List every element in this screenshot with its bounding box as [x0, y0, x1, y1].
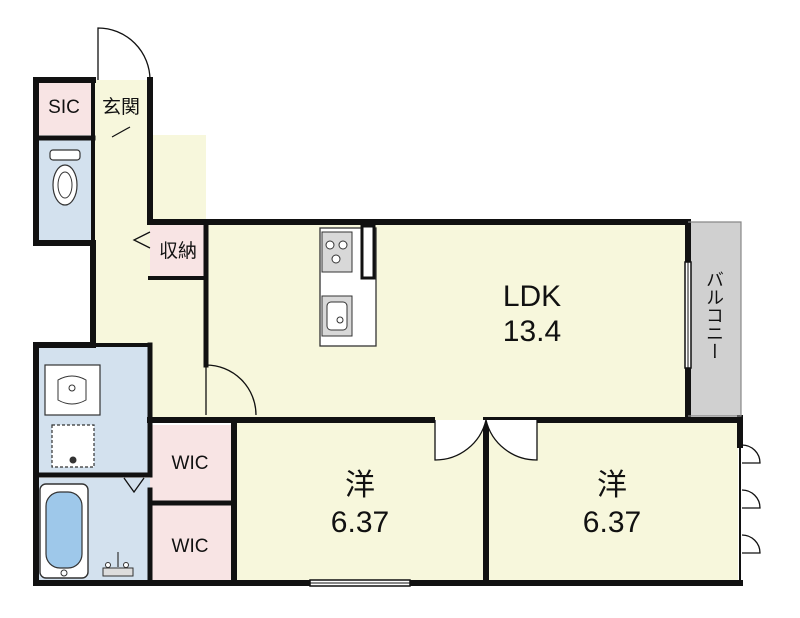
balcony-label: バルコニー — [704, 270, 724, 360]
walls — [33, 77, 743, 586]
storage-door-mark — [132, 231, 151, 249]
windows — [309, 261, 741, 587]
sic-floor — [36, 80, 93, 135]
wic-2-label: WIC — [172, 536, 209, 557]
storage-floor — [150, 222, 206, 278]
ldk-floor — [206, 222, 688, 418]
side-door-2 — [741, 489, 761, 509]
wic-2-floor — [150, 505, 234, 583]
ldk-door — [205, 364, 257, 416]
balcony-rail — [688, 221, 742, 417]
storage-label: 収納 — [159, 240, 197, 262]
bedroom-1-label: 洋 — [345, 469, 375, 502]
washing-machine-icon — [51, 424, 95, 468]
fixtures — [39, 126, 377, 579]
bedroom-2-door — [485, 419, 538, 461]
side-door-3 — [741, 534, 761, 554]
wic-1-label: WIC — [172, 453, 209, 474]
bedroom-2-size: 6.37 — [583, 506, 641, 539]
balcony-floor — [688, 222, 741, 416]
ldk-size: 13.4 — [503, 315, 561, 348]
bath-faucet-icon — [102, 552, 134, 577]
bedroom-1-size: 6.37 — [331, 506, 389, 539]
ldk-label: LDK — [503, 280, 561, 313]
washroom-door-mark — [123, 477, 145, 494]
sic-label: SIC — [48, 97, 80, 118]
stove-icon — [321, 231, 353, 273]
doors — [97, 27, 761, 554]
bedroom-2-label: 洋 — [597, 469, 627, 502]
kitchen-counter — [319, 224, 377, 347]
room-labels: SIC 玄関 収納 LDK 13.4 バルコニー WIC WIC 洋 6.37 … — [48, 96, 724, 557]
washbasin-icon — [44, 364, 101, 416]
bathtub-icon — [39, 483, 89, 579]
entrance-door — [97, 27, 151, 81]
wic-1-floor — [150, 425, 234, 501]
side-door-1 — [741, 444, 761, 464]
entrance-label: 玄関 — [102, 96, 140, 118]
bedroom-1-door — [434, 419, 487, 461]
toilet-icon — [49, 149, 81, 206]
entrance-floor — [93, 80, 150, 135]
entrance-step-mark — [111, 126, 131, 138]
